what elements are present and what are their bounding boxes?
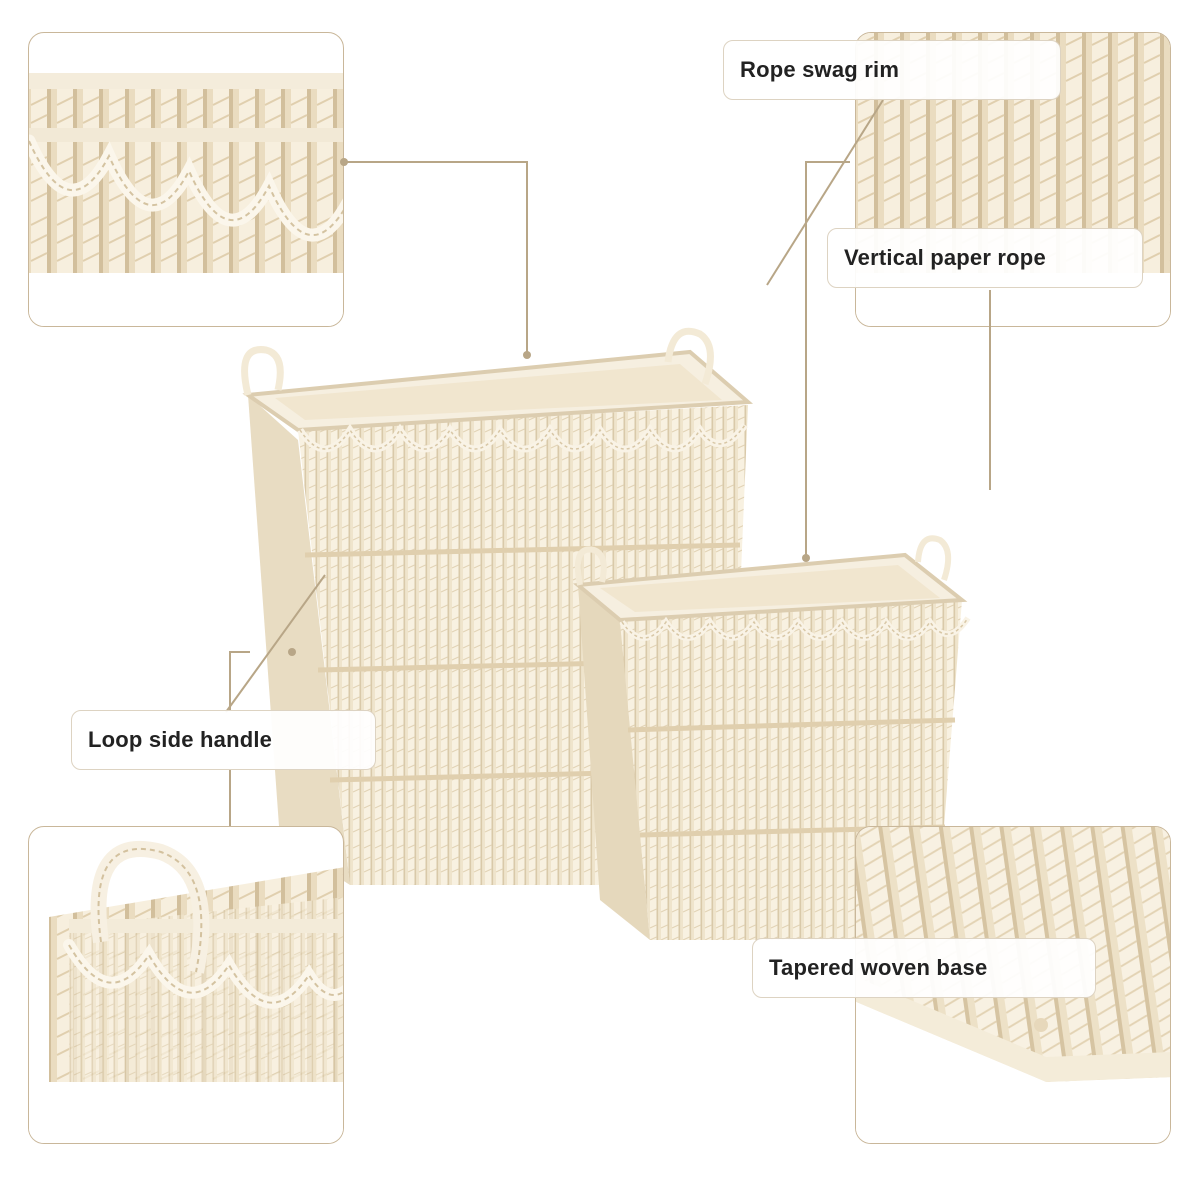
detail-panel-rope-rim [28, 32, 344, 327]
detail-panel-loop-handle [28, 826, 344, 1144]
callout-rope-swag-rim: Rope swag rim [723, 40, 1061, 100]
callout-vertical-paper-rope: Vertical paper rope [827, 228, 1143, 288]
callout-tapered-woven-base: Tapered woven base [752, 938, 1096, 998]
rope-swag-rim-detail [29, 73, 343, 326]
callout-loop-side-handle: Loop side handle [71, 710, 376, 770]
loop-handle-detail [29, 840, 343, 1143]
